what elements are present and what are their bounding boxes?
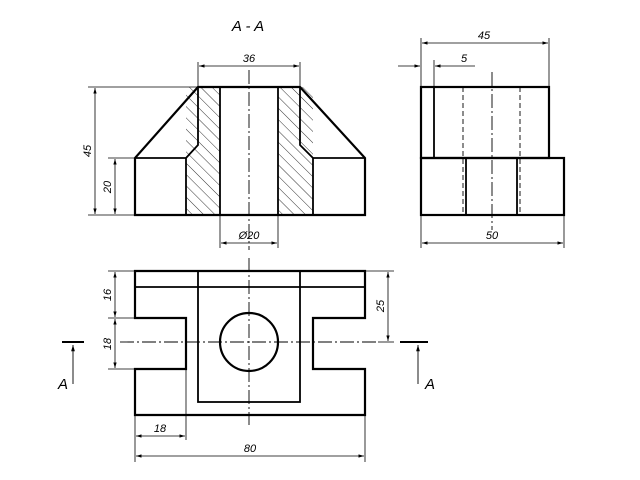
dim-front-height: 45	[82, 144, 94, 157]
front-outline	[133, 85, 367, 217]
section-mark-left: A	[57, 341, 84, 393]
section-mark-right: A	[400, 341, 435, 393]
side-upper-block	[419, 85, 551, 160]
hatch-right	[278, 87, 313, 215]
section-label-right: A	[424, 376, 435, 393]
section-title: A - A	[231, 18, 264, 35]
top-outline	[133, 269, 367, 417]
hatch-left	[186, 87, 220, 215]
dim-top-slot: 18	[102, 337, 114, 350]
top-view: 16 18 25 18 80	[102, 258, 394, 462]
section-label-left: A	[57, 376, 68, 393]
dim-top-overall-width: 80	[244, 443, 257, 455]
dim-front-bore: Ø20	[238, 230, 261, 242]
dim-top-left-width: 18	[154, 423, 167, 435]
dim-side-base-width: 50	[486, 230, 499, 242]
dim-top-half-depth: 25	[375, 299, 387, 313]
front-inner-edges	[135, 87, 365, 215]
side-base-block	[419, 156, 566, 217]
front-section-view: 36 45 20 Ø20	[82, 53, 367, 250]
side-view: 45 5 50	[398, 30, 566, 248]
dim-side-width: 45	[478, 30, 491, 42]
dim-front-top-width: 36	[243, 53, 256, 65]
dim-side-offset: 5	[461, 53, 468, 65]
dim-front-lower-height: 20	[102, 180, 114, 194]
dim-top-depth-16: 16	[102, 288, 114, 301]
